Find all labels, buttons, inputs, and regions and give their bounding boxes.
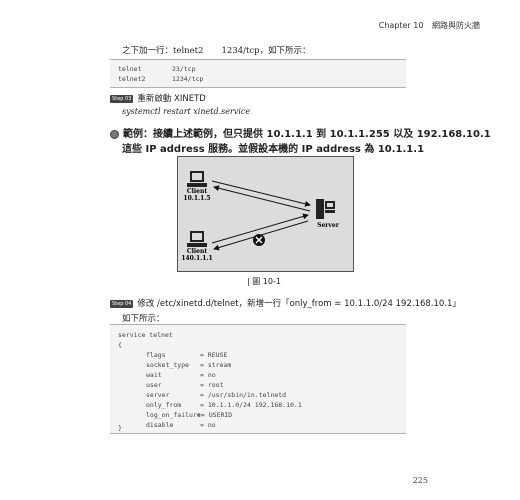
code-service-port: 23/tcp bbox=[172, 65, 196, 73]
config-key: only_from bbox=[146, 401, 182, 409]
step-badge: Step 04 bbox=[110, 299, 134, 308]
client-top-ip: 10.1.1.5 bbox=[183, 195, 210, 202]
code-brace-close: } bbox=[118, 424, 122, 432]
computer-icon bbox=[187, 171, 207, 187]
config-code-block: service telnet { flags = REUSE socket_ty… bbox=[110, 324, 406, 434]
server-icon bbox=[316, 199, 335, 219]
arrow-to-client bbox=[213, 185, 311, 212]
code-service-open: service telnet bbox=[118, 331, 173, 339]
bullet-icon bbox=[110, 129, 119, 139]
config-key: log_on_failure bbox=[146, 411, 201, 419]
config-value: = REUSE bbox=[200, 351, 228, 359]
computer-icon bbox=[187, 231, 207, 247]
config-value: = root bbox=[200, 381, 224, 389]
arrow-to-server bbox=[211, 213, 309, 244]
code-service-name: telnet bbox=[118, 65, 142, 73]
config-key: wait bbox=[146, 371, 162, 379]
step-badge: Step 03 bbox=[110, 94, 134, 103]
config-key: user bbox=[146, 381, 162, 389]
example-line-2: 這些 IP address 服務。並假設本機的 IP address 為 10.… bbox=[122, 144, 425, 155]
follow-text: 如下所示： bbox=[122, 314, 165, 324]
services-code-block: telnet 23/tcp telnet2 1234/tcp bbox=[110, 59, 406, 88]
server-label: Server bbox=[317, 222, 340, 229]
config-key: server bbox=[146, 391, 170, 399]
config-key: disable bbox=[146, 421, 174, 429]
running-header: Chapter 10 網路與防火牆 bbox=[373, 20, 480, 31]
step-text: 重新啟動 XINETD bbox=[137, 94, 206, 104]
page-number: 225 bbox=[412, 476, 428, 485]
network-diagram-svg: Client 10.1.1.5 Client 140.1.1.1 Server bbox=[181, 171, 340, 262]
intro-text: 之下加一行：telnet2 bbox=[122, 46, 204, 56]
config-key: flags bbox=[146, 351, 166, 359]
client-top-label: Client bbox=[187, 188, 208, 195]
arrow-to-server bbox=[211, 180, 311, 207]
network-diagram: Client 10.1.1.5 Client 140.1.1.1 Server bbox=[177, 156, 354, 272]
config-value: = no bbox=[200, 371, 216, 379]
config-value: = no bbox=[200, 421, 216, 429]
config-key: socket_type bbox=[146, 361, 190, 369]
chapter-title: 網路與防火牆 bbox=[432, 21, 480, 30]
figure-caption: | 圖 10-1 bbox=[247, 277, 281, 286]
example-line-1: 範例：接續上述範例，但只提供 10.1.1.1 到 10.1.1.255 以及 … bbox=[110, 125, 491, 140]
intro-gap-text: 1234/tcp，如下所示： bbox=[221, 46, 311, 56]
code-service-name: telnet2 bbox=[118, 75, 146, 83]
client-bottom-ip: 140.1.1.1 bbox=[181, 255, 212, 262]
config-value: = 10.1.1.0/24 192.168.10.1 bbox=[200, 401, 302, 409]
restart-command: systemctl restart xinetd.service bbox=[122, 107, 251, 116]
config-value: += USERID bbox=[197, 411, 233, 419]
chapter-label: Chapter 10 bbox=[378, 21, 424, 30]
config-value: = stream bbox=[200, 361, 232, 369]
code-brace-open: { bbox=[118, 341, 122, 349]
blocked-icon bbox=[253, 234, 265, 246]
client-bottom-label: Client bbox=[187, 248, 208, 255]
code-service-port: 1234/tcp bbox=[172, 75, 204, 83]
intro-line: 之下加一行：telnet2 1234/tcp，如下所示： bbox=[122, 44, 311, 56]
example-text-1: 範例：接續上述範例，但只提供 10.1.1.1 到 10.1.1.255 以及 … bbox=[123, 129, 491, 140]
step-text: 修改 /etc/xinetd.d/telnet，新增一行「only_from =… bbox=[137, 299, 461, 309]
config-value: = /usr/sbin/in.telnetd bbox=[200, 391, 287, 399]
